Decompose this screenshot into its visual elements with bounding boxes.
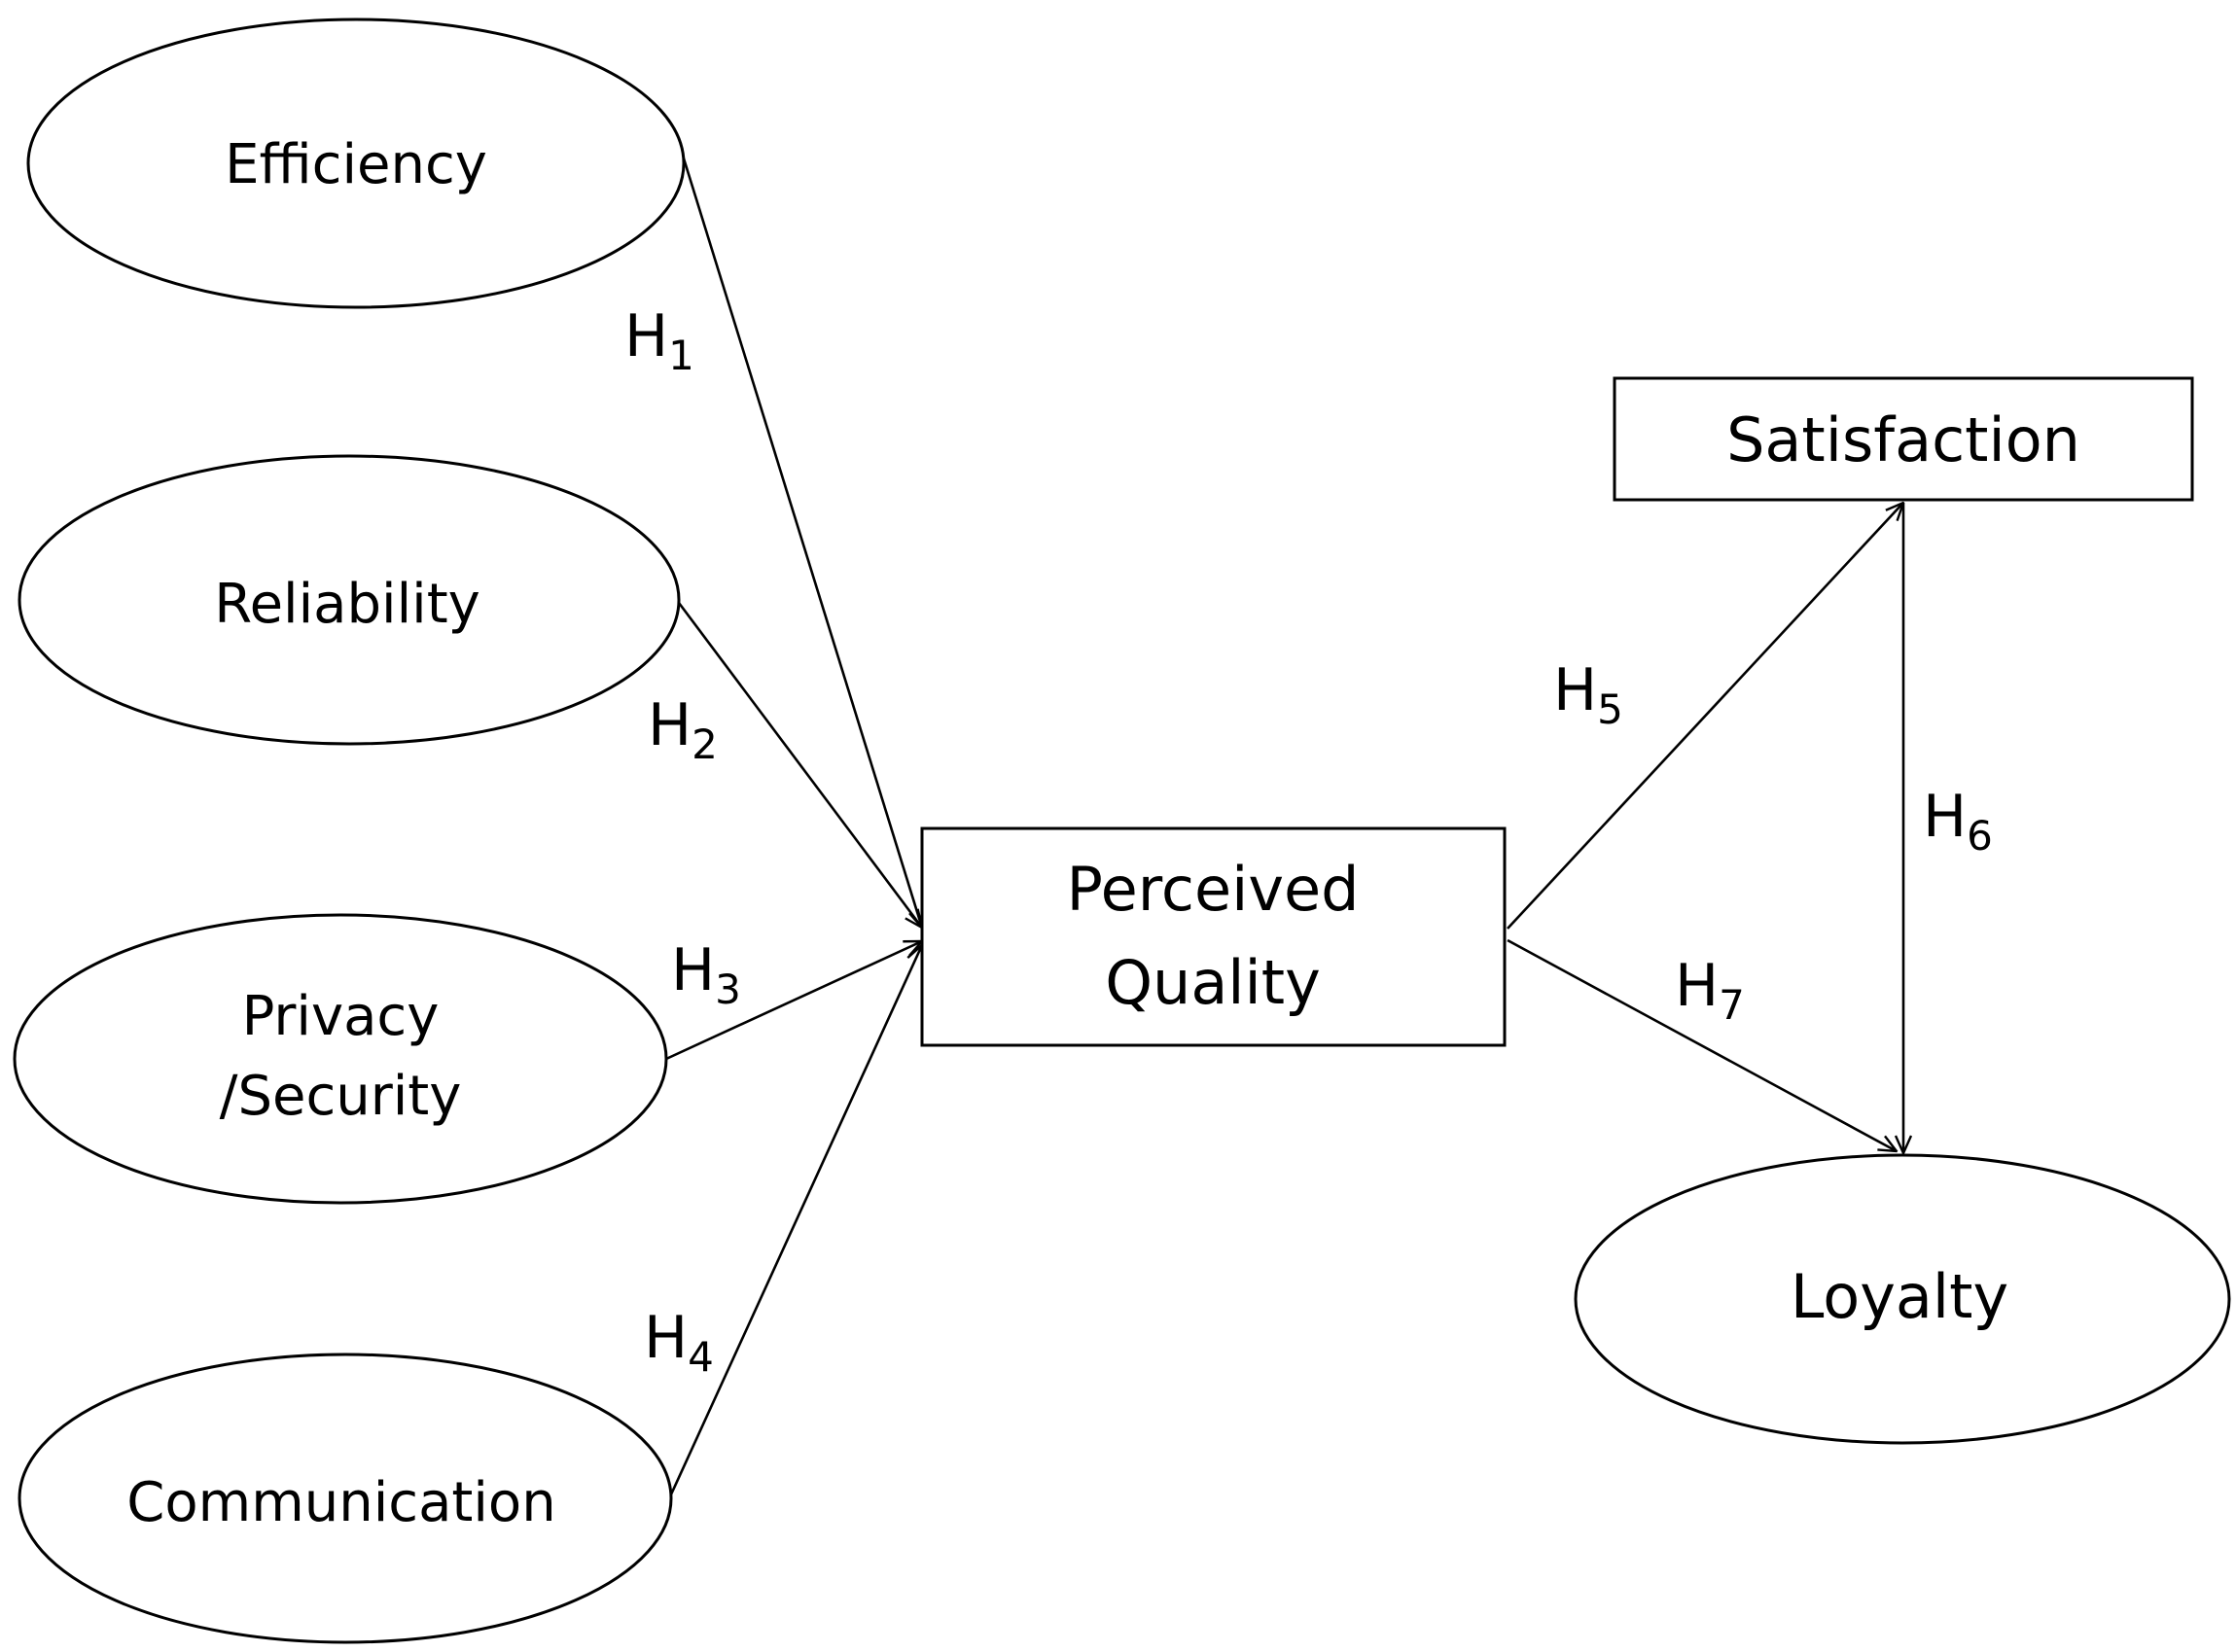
node-reliability: Reliability [18, 454, 681, 746]
h4-letter: H [644, 1304, 688, 1372]
efficiency-label: Efficiency [225, 133, 487, 196]
h2-letter: H [648, 691, 692, 759]
h7-letter: H [1675, 952, 1719, 1020]
h5-subscript: 5 [1597, 685, 1623, 733]
node-perceived-quality: Perceived Quality [920, 826, 1507, 1047]
h5-letter: H [1553, 656, 1597, 724]
hypothesis-label-h6: H6 [1923, 783, 1993, 860]
h2-subscript: 2 [692, 721, 718, 768]
reliability-ellipse [18, 454, 681, 746]
h7-subscript: 7 [1719, 981, 1745, 1029]
privacy-label-line2: /Security [220, 1065, 462, 1128]
arrow-efficiency-to-perceived-quality [682, 158, 922, 928]
perceived-quality-label-line2: Quality [1105, 947, 1321, 1018]
h1-letter: H [624, 302, 668, 370]
satisfaction-label: Satisfaction [1726, 404, 2080, 475]
hypothesis-label-h2: H2 [648, 691, 718, 768]
privacy-label-line1: Privacy [242, 985, 440, 1048]
communication-label: Communication [126, 1471, 555, 1534]
loyalty-label: Loyalty [1791, 1261, 2008, 1332]
h3-letter: H [671, 936, 715, 1004]
h6-letter: H [1923, 783, 1967, 851]
hypothesis-label-h1: H1 [624, 302, 694, 379]
reliability-label: Reliability [214, 573, 480, 636]
h1-subscript: 1 [668, 332, 694, 379]
node-efficiency: Efficiency [26, 18, 686, 309]
h6-subscript: 6 [1967, 812, 1993, 860]
node-satisfaction: Satisfaction [1613, 376, 2194, 502]
arrow-communication-to-perceived-quality [669, 945, 922, 1495]
h4-subscript: 4 [688, 1333, 714, 1381]
loyalty-ellipse [1574, 1153, 2231, 1445]
perceived-quality-label-line1: Perceived [1066, 854, 1359, 925]
satisfaction-box [1613, 376, 2194, 502]
node-privacy-security: Privacy /Security [13, 913, 668, 1205]
arrow-privacy-to-perceived-quality [665, 941, 922, 1061]
arrow-reliability-to-perceived-quality [677, 602, 922, 928]
arrow-perceived-quality-to-loyalty [1507, 938, 1897, 1151]
arrow-perceived-quality-to-satisfaction [1507, 503, 1903, 930]
privacy-security-ellipse [13, 913, 668, 1205]
communication-ellipse [18, 1353, 673, 1644]
node-communication: Communication [18, 1353, 673, 1644]
node-loyalty: Loyalty [1574, 1153, 2231, 1445]
efficiency-ellipse [26, 18, 686, 309]
hypothesis-label-h7: H7 [1675, 952, 1745, 1029]
hypothesis-label-h5: H5 [1553, 656, 1623, 733]
h3-subscript: 3 [715, 966, 741, 1013]
perceived-quality-box [920, 826, 1507, 1047]
hypothesis-label-h4: H4 [644, 1304, 714, 1381]
hypothesis-label-h3: H3 [671, 936, 741, 1013]
